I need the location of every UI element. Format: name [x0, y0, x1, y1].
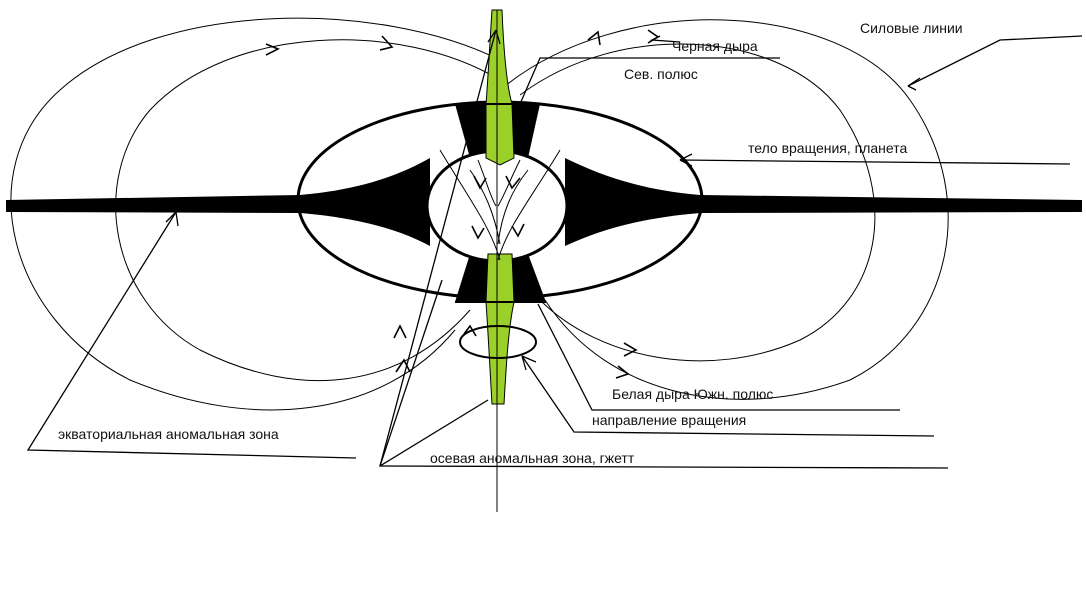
inner-arrowheads — [471, 175, 525, 240]
label-axial-zone: осевая аномальная зона, гжетт — [430, 450, 635, 466]
arrowhead — [473, 175, 487, 190]
arrowhead — [647, 29, 660, 44]
leader-white-hole — [537, 303, 900, 411]
leader-axial-c — [379, 279, 443, 467]
label-field-lines: Силовые линии — [860, 20, 963, 36]
field-line-left-inner — [115, 39, 501, 382]
label-rotation-direction: направление вращения — [592, 412, 747, 428]
label-white-hole-south-pole: Белая дыра Южн. полюс — [612, 386, 774, 402]
arrowhead — [471, 225, 485, 240]
inner-line — [497, 159, 521, 207]
arrowhead — [587, 30, 601, 46]
arrowhead — [393, 324, 407, 339]
leader-equatorial — [26, 211, 357, 459]
leader-black-hole-head — [649, 35, 681, 43]
inner-field-lines — [439, 149, 561, 261]
label-body-planet: тело вращения, планета — [748, 140, 908, 156]
field-line-right-inner — [519, 43, 876, 362]
arrowhead — [265, 43, 280, 56]
leader-black-hole — [519, 57, 780, 105]
leader-field-lines-arrow — [907, 77, 921, 91]
inner-line — [497, 149, 561, 261]
leader-axial-b — [379, 399, 489, 467]
leader-field-lines — [907, 35, 1083, 87]
equatorial-band — [6, 158, 430, 246]
rotation-arrowhead — [463, 324, 477, 337]
arrowhead — [615, 365, 630, 379]
label-equatorial-zone: экваториальная аномальная зона — [58, 426, 279, 442]
arrowhead — [395, 358, 411, 373]
leader-rotation-arrow — [521, 355, 537, 371]
inner-line — [439, 149, 501, 261]
leader-equatorial-arrow — [165, 211, 179, 227]
leader-lines — [26, 29, 1083, 469]
field-arrowheads — [265, 29, 660, 379]
field-line-left-outer — [10, 17, 501, 411]
arrowhead — [623, 342, 638, 357]
equatorial-band-right — [565, 158, 1082, 246]
inner-line — [497, 169, 529, 245]
inner-line — [477, 159, 497, 207]
axial-zone-north — [485, 9, 515, 166]
leader-axial-arrow — [487, 29, 501, 45]
arrowhead — [505, 175, 521, 190]
label-north-pole: Сев. полюс — [624, 66, 698, 82]
field-lines — [10, 17, 949, 411]
label-black-hole: Черная дыра — [672, 38, 758, 54]
field-line-right-outer — [499, 19, 949, 400]
axial-zone-south — [485, 253, 515, 405]
leader-body-arrow — [679, 153, 693, 167]
leader-body-planet — [679, 159, 1071, 165]
arrowhead — [379, 35, 394, 51]
leader-rotation — [521, 355, 935, 437]
rotation-loop — [459, 325, 537, 359]
arrowhead — [511, 223, 525, 238]
